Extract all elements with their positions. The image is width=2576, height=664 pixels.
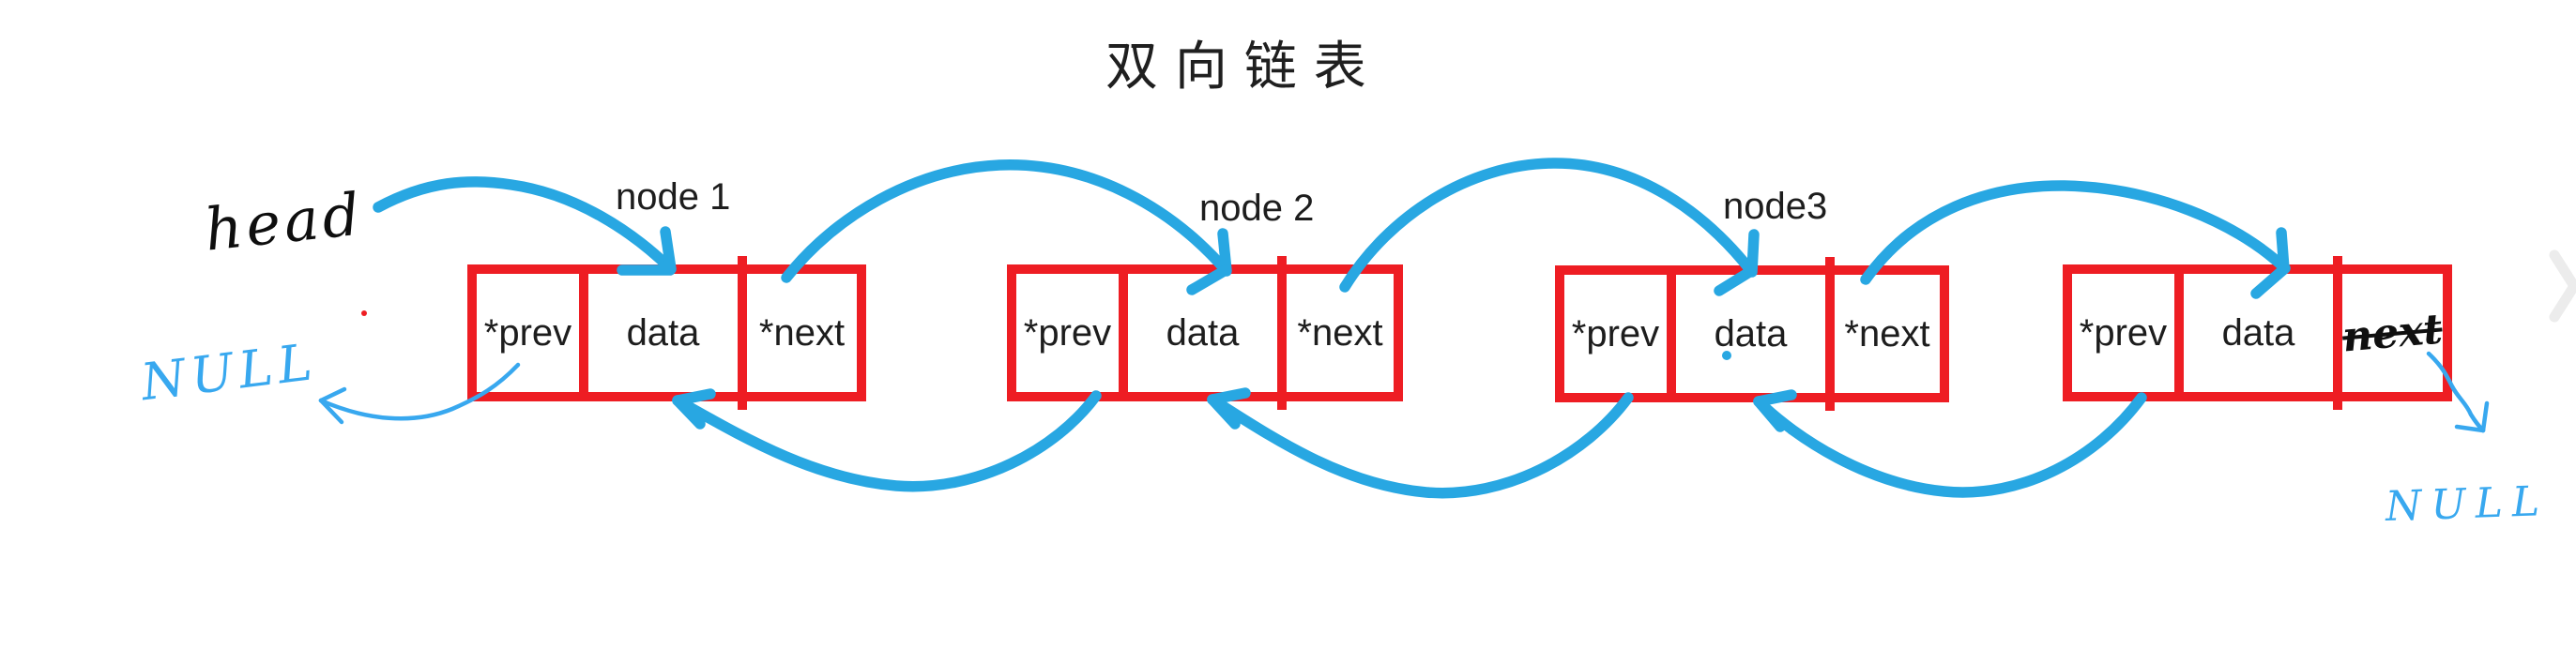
cell-divider [738,274,747,392]
null-label-left: NULL [137,331,321,413]
node1-data-cell: data [626,311,700,354]
cell-divider [579,274,588,392]
divider-tick [1277,400,1287,410]
node3-box: *prev data *next [1555,257,1949,411]
node4-next-cell: next [2340,274,2445,392]
node4-prev-cell: *prev [2079,311,2168,354]
node3-next-cell: *next [1844,312,1930,355]
node2-prev-cell: *prev [1023,311,1112,354]
node2-box: *prev data *next [1007,256,1403,410]
cell-divider [1277,274,1287,392]
diagram-title: 双向链表 [1105,37,1383,96]
node1-next-cell: *next [758,311,846,354]
node1-label: node 1 [616,176,731,218]
node3-data-cell: data [1714,312,1788,355]
cell-divider [2333,274,2342,392]
next-page-chevron-icon[interactable] [2549,249,2576,323]
cell-divider [2174,274,2184,392]
divider-tick [1277,256,1287,265]
node4-data-cell: data [2221,311,2295,354]
node4-box: *prev data next [2063,256,2452,410]
divider-tick [2333,256,2342,265]
node1-box: *prev data *next [467,256,866,410]
divider-tick [1825,257,1835,266]
head-pointer-label: head [201,179,367,264]
divider-tick [738,400,747,410]
node4-next-handwritten-label: next [2340,304,2445,362]
cell-divider [1119,274,1128,392]
node3-prev-cell: *prev [1571,312,1660,355]
stray-red-dot [361,310,367,316]
node2-next-cell: *next [1297,311,1383,354]
cell-divider [1825,275,1835,393]
node1-prev-cell: *prev [483,311,572,354]
node2-label: node 2 [1199,188,1315,229]
cell-divider [1667,275,1676,393]
arrow-prev-node3-to-node2 [1207,387,1634,499]
divider-tick [738,256,747,265]
node2-data-cell: data [1166,311,1240,354]
divider-tick [1825,401,1835,411]
null-label-right: NULL [2385,476,2550,532]
arrow-prev-node4-to-node3 [1753,389,2147,498]
divider-tick [2333,400,2342,410]
node3-label: node3 [1723,186,1828,227]
